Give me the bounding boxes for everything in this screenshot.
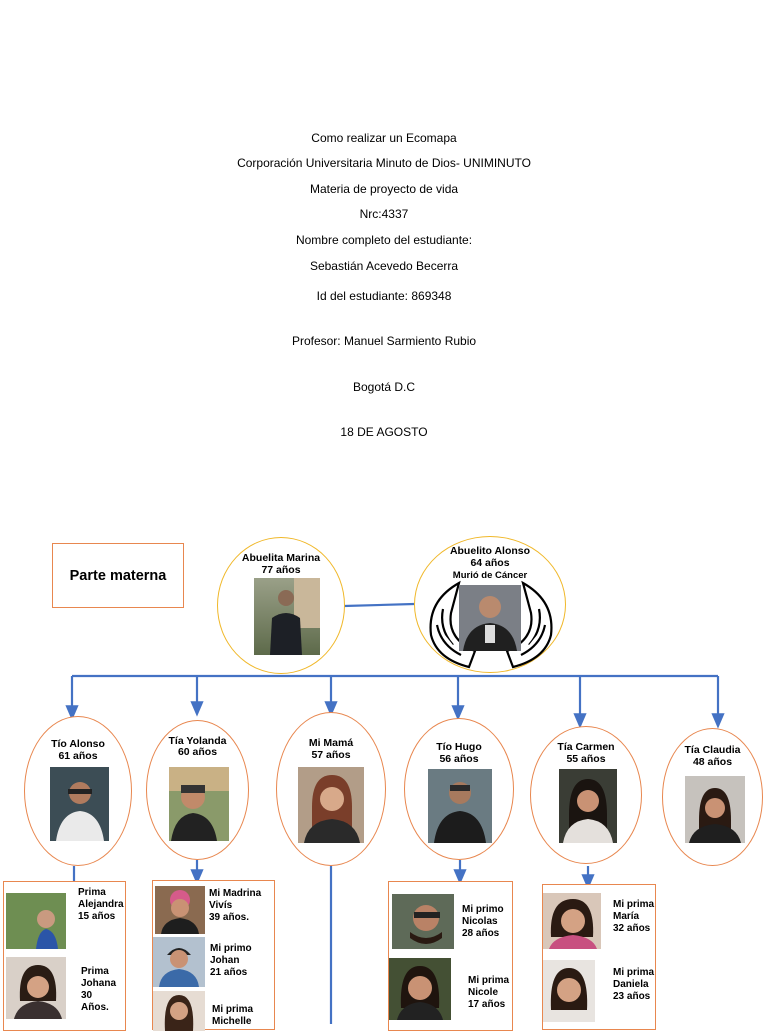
child-age: 61 años [58,750,98,762]
child-node-tio-hugo: Tío Hugo 56 años [404,718,514,860]
photo [153,991,205,1031]
grandfather-note: Murió de Cáncer [452,570,528,581]
grandparents-link [343,602,415,608]
grandfather-photo [459,585,521,651]
grandchild-label: Mi prima Michelle [212,1004,254,1027]
child-age: 55 años [566,753,606,765]
photo [169,767,229,841]
student-name: Sebastián Acevedo Becerra [309,259,459,273]
grandchild-label: Mi primo Johan 21 años [210,943,252,978]
grandchild-label: Mi prima Daniela 23 años [613,967,655,1002]
side-title: Parte materna [69,567,167,584]
grandchildren-box-carmen: Mi prima María 32 años Mi prima Daniela … [542,884,656,1030]
child-node-mi-mama: Mi Mamá 57 años [276,712,386,866]
child-node-tio-alonso: Tío Alonso 61 años [24,716,132,866]
photo [155,886,205,934]
photo [6,957,66,1019]
grandfather-node: Abuelito Alonso 64 años Murió de Cáncer [414,536,566,673]
date: 18 DE AGOSTO [340,425,428,439]
child-name: Tía Yolanda [168,735,227,747]
grandchild-label: Prima Johana 30 Años. [81,966,117,1013]
grandfather-name: Abuelito Alonso [449,545,531,557]
child-age: 57 años [311,749,351,761]
grandchild-label: Prima Alejandra 15 años [78,887,124,922]
photo [428,769,492,843]
child-name: Tía Carmen [557,741,615,753]
grandchild-label: Mi prima María 32 años [613,899,655,934]
child-age: 56 años [439,753,479,765]
grandchildren-box-alonso: Prima Alejandra 15 años Prima Johana 30 … [3,881,126,1031]
doc-title: Como realizar un Ecomapa [311,131,457,145]
institution: Corporación Universitaria Minuto de Dios… [237,156,531,170]
grandfather-age: 64 años [470,557,510,569]
photo [50,767,109,841]
child-name: Mi Mamá [308,737,354,749]
student-id: Id del estudiante: 869348 [316,289,452,303]
grandmother-name: Abuelita Marina [241,552,321,564]
grandmother-age: 77 años [261,564,301,576]
student-label: Nombre completo del estudiante: [295,233,473,247]
child-age: 60 años [177,746,218,758]
grandmother-photo [254,578,320,655]
child-node-tia-yolanda: Tía Yolanda 60 años [146,720,249,860]
photo [153,937,205,987]
child-name: Tía Claudia [684,744,741,756]
child-name: Tío Alonso [51,738,105,750]
photo [298,767,364,843]
grandchild-label: Mi Madrina Vivís 39 años. [209,888,262,923]
grandmother-node: Abuelita Marina 77 años [217,537,345,674]
subject: Materia de proyecto de vida [309,182,459,196]
photo [389,958,451,1020]
child-age: 48 años [692,756,733,768]
photo [392,894,454,949]
grandchildren-box-yolanda: Mi Madrina Vivís 39 años. Mi primo Johan… [152,880,275,1031]
side-title-box: Parte materna [52,543,184,608]
photo [559,769,617,843]
grandchild-label: Mi primo Nicolas 28 años [462,904,504,939]
city: Bogotá D.C [352,380,416,394]
photo [685,776,745,843]
grandchildren-box-hugo: Mi primo Nicolas 28 años Mi prima Nicole… [388,881,513,1031]
child-name: Tío Hugo [436,741,482,753]
child-node-tia-claudia: Tía Claudia 48 años [662,728,763,866]
photo [543,960,595,1022]
grandchild-label: Mi prima Nicole 17 años [468,975,510,1010]
child-node-tia-carmen: Tía Carmen 55 años [530,726,642,864]
photo [543,893,601,949]
photo [6,893,66,949]
nrc: Nrc:4337 [359,207,409,221]
professor: Profesor: Manuel Sarmiento Rubio [291,334,477,348]
